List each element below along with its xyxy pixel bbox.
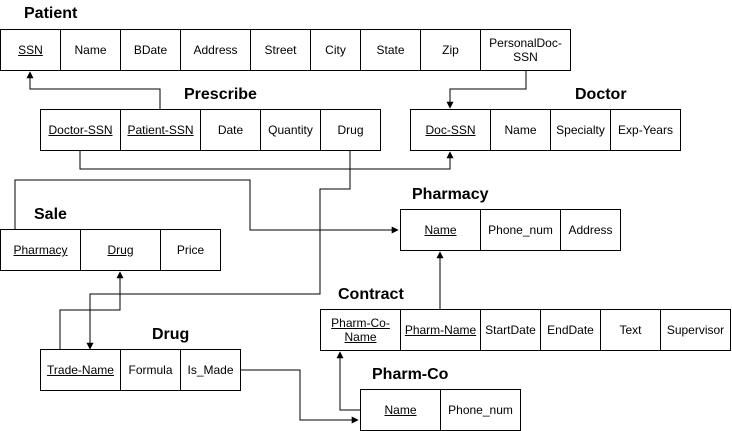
prescribe-doctor-ssn: Doctor-SSN <box>40 109 121 151</box>
pharmco-name: Name <box>360 389 441 431</box>
link-drug-sale <box>59 271 124 349</box>
doctor-doc-ssn: Doc-SSN <box>410 109 491 151</box>
patient-zip: Zip <box>420 29 481 71</box>
patient-address: Address <box>180 29 251 71</box>
sale-price: Price <box>160 229 221 271</box>
sale-title: Sale <box>34 206 67 223</box>
prescribe-date: Date <box>200 109 261 151</box>
drug-formula: Formula <box>120 349 181 391</box>
patient-personaldoc-ssn: PersonalDoc-SSN <box>480 29 571 71</box>
patient-title: Patient <box>24 5 78 22</box>
prescribe-patient-ssn: Patient-SSN <box>120 109 201 151</box>
link-sale-pharmacy <box>14 179 399 234</box>
contract-pharm-name: Pharm-Name <box>400 309 481 351</box>
pharmco-title: Pharm-Co <box>372 366 449 383</box>
patient-bdate: BDate <box>120 29 181 71</box>
pharmacy-phone-num: Phone_num <box>480 209 561 251</box>
patient-ssn: SSN <box>0 29 61 71</box>
sale-pharmacy: Pharmacy <box>0 229 81 271</box>
doctor-title: Doctor <box>575 86 627 103</box>
link-prescribe-patient <box>26 71 161 109</box>
doctor-exp-years: Exp-Years <box>610 109 681 151</box>
doctor-specialty: Specialty <box>550 109 611 151</box>
link-prescribe-drug <box>86 151 351 350</box>
patient-street: Street <box>250 29 311 71</box>
link-drug-pharmco <box>240 369 359 424</box>
link-patient-doctor <box>446 71 527 109</box>
pharmco-phone-num: Phone_num <box>440 389 521 431</box>
pharmacy-name: Name <box>400 209 481 251</box>
pharmacy-title: Pharmacy <box>412 186 489 203</box>
contract-enddate: EndDate <box>540 309 601 351</box>
drug-trade-name: Trade-Name <box>40 349 121 391</box>
contract-pharm-co-name: Pharm-Co-Name <box>320 309 401 351</box>
drug-is-made: Is_Made <box>180 349 241 391</box>
patient-city: City <box>310 29 361 71</box>
prescribe-quantity: Quantity <box>260 109 321 151</box>
pharmacy-address: Address <box>560 209 621 251</box>
contract-text: Text <box>600 309 661 351</box>
patient-state: State <box>360 29 421 71</box>
patient-name: Name <box>60 29 121 71</box>
link-pharmco-contract <box>336 351 360 411</box>
sale-drug: Drug <box>80 229 161 271</box>
contract-title: Contract <box>338 286 404 303</box>
doctor-name: Name <box>490 109 551 151</box>
drug-title: Drug <box>152 326 190 343</box>
link-prescribe-doctor <box>79 151 454 170</box>
contract-startdate: StartDate <box>480 309 541 351</box>
contract-supervisor: Supervisor <box>660 309 731 351</box>
prescribe-drug: Drug <box>320 109 381 151</box>
prescribe-title: Prescribe <box>184 86 257 103</box>
